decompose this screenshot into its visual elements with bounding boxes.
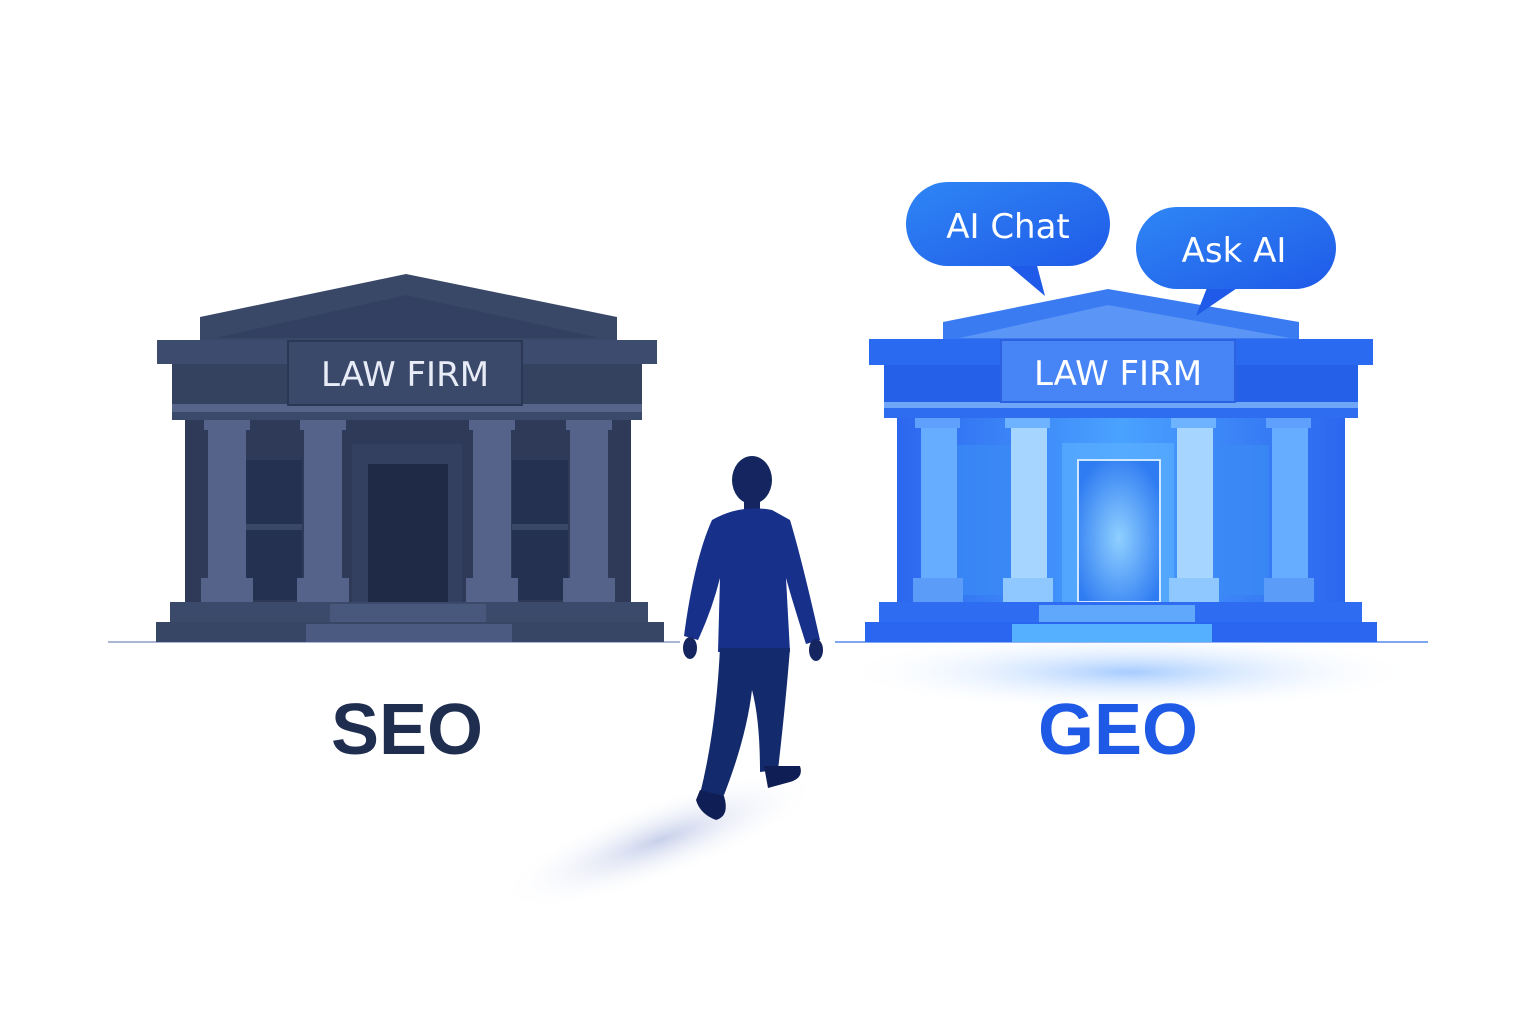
ai-chat-bubble: AI Chat	[906, 182, 1110, 296]
geo-building-sign: LAW FIRM	[1034, 354, 1202, 394]
seo-label: SEO	[331, 690, 483, 770]
walker-shadow	[499, 770, 821, 910]
geo-law-firm-building: LAW FIRM	[865, 289, 1377, 642]
head	[732, 456, 772, 504]
geo-label: GEO	[1038, 690, 1198, 770]
ask-ai-label: Ask AI	[1182, 231, 1287, 271]
walking-man-figure	[683, 456, 823, 820]
seo-law-firm-building: LAW FIRM	[156, 274, 664, 642]
geo-glow	[840, 632, 1420, 712]
ask-ai-bubble: Ask AI	[1136, 207, 1336, 316]
seo-building-sign: LAW FIRM	[321, 355, 489, 395]
ai-chat-label: AI Chat	[946, 207, 1070, 247]
